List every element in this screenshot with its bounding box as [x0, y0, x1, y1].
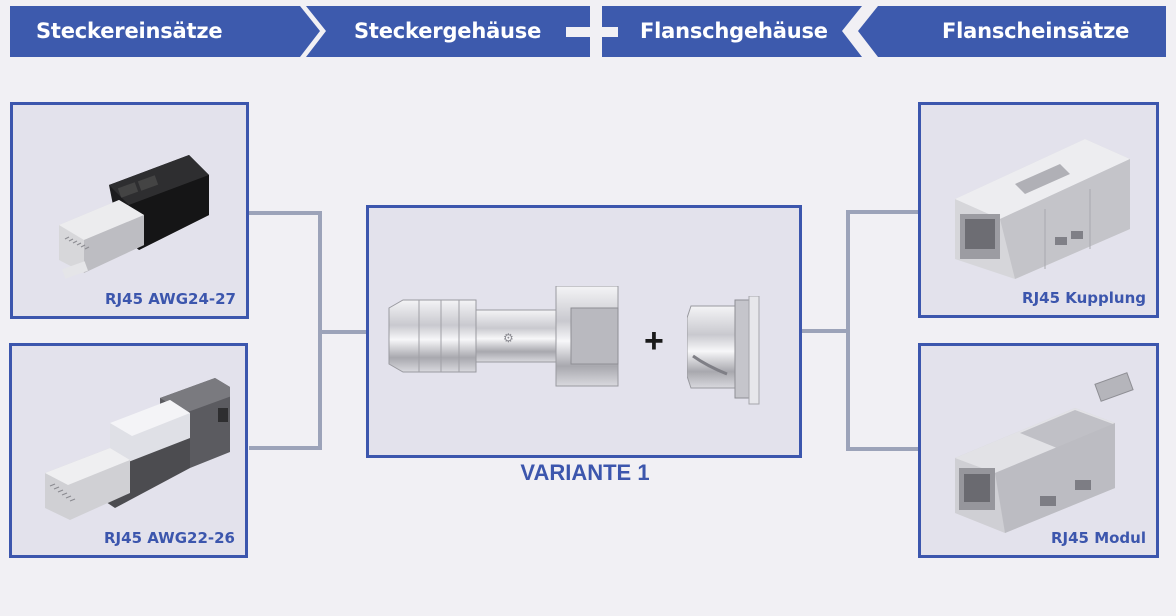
- insert-label: RJ45 Kupplung: [1022, 289, 1146, 307]
- banner-label-flanschgehaeuse: Flanschgehäuse: [640, 19, 828, 43]
- rj45-module-icon: [955, 372, 1134, 533]
- banner-label-steckereinsaetze: Steckereinsätze: [36, 19, 223, 43]
- rj45-plug-grey-icon: [45, 378, 230, 520]
- flange-housing-icon: [687, 296, 760, 405]
- variant-box[interactable]: ⚙ +: [366, 205, 802, 458]
- plus-symbol: +: [644, 322, 664, 360]
- insert-box-rj45-awg24-27[interactable]: RJ45 AWG24-27: [10, 102, 249, 319]
- svg-text:⚙: ⚙: [503, 331, 514, 345]
- banner-label-steckergehaeuse: Steckergehäuse: [354, 19, 542, 43]
- insert-label: RJ45 AWG24-27: [105, 290, 236, 308]
- left-bracket-line: [249, 211, 322, 450]
- category-banner: Steckereinsätze Steckergehäuse Flanschge…: [0, 0, 1176, 64]
- insert-box-rj45-kupplung[interactable]: RJ45 Kupplung: [918, 102, 1159, 318]
- insert-box-rj45-modul[interactable]: RJ45 Modul: [918, 343, 1159, 558]
- variant-label: VARIANTE 1: [520, 460, 650, 485]
- banner-shapes: [10, 6, 1166, 57]
- banner-label-flanscheinsaetze: Flanscheinsätze: [942, 19, 1130, 43]
- rj45-plug-black-icon: [59, 155, 209, 279]
- right-bracket-line: [846, 210, 918, 451]
- banner-segment-3-shape: [602, 6, 862, 57]
- banner-segment-4-shape: [858, 6, 1166, 57]
- rj45-coupler-icon: [955, 139, 1130, 279]
- banner-segment-2-shape: [306, 6, 590, 57]
- metal-plug-housing-icon: ⚙: [388, 286, 619, 387]
- banner-segment-1-shape: [10, 6, 320, 57]
- insert-box-rj45-awg22-26[interactable]: RJ45 AWG22-26: [9, 343, 248, 558]
- insert-label: RJ45 Modul: [1050, 529, 1146, 547]
- banner-plus-vertical: [590, 6, 602, 57]
- insert-label: RJ45 AWG22-26: [104, 529, 235, 547]
